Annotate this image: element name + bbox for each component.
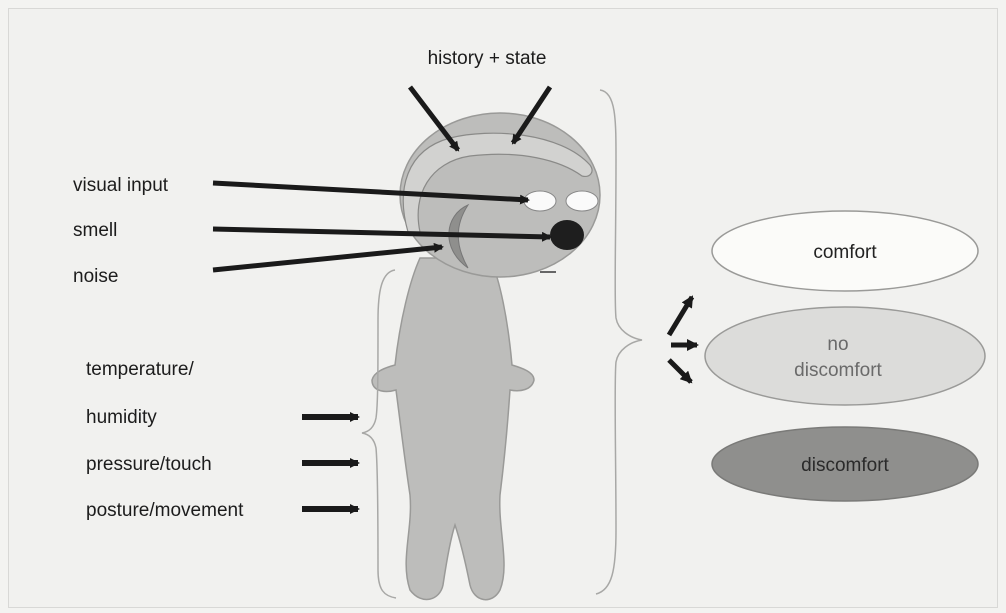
no-discomfort-label-line1: no — [827, 334, 848, 355]
head-brace — [596, 90, 642, 594]
visual-input-label: visual input — [73, 175, 169, 196]
noise-arrow — [213, 247, 442, 270]
body-brace — [362, 270, 396, 598]
comfort-label: comfort — [813, 242, 877, 263]
right-eye — [566, 191, 598, 211]
figure-body — [372, 258, 534, 600]
smell-label: smell — [73, 220, 117, 241]
outcome-no-discomfort: no discomfort — [705, 307, 985, 405]
no-discomfort-ellipse — [705, 307, 985, 405]
noise-label: noise — [73, 266, 118, 287]
outcome-comfort: comfort — [712, 211, 978, 291]
pressure-touch-label: pressure/touch — [86, 454, 212, 475]
no-discomfort-label-line2: discomfort — [794, 360, 882, 381]
discomfort-label: discomfort — [801, 455, 889, 476]
output-arrow-down — [669, 360, 691, 382]
outcome-discomfort: discomfort — [712, 427, 978, 501]
history-state-label: history + state — [428, 48, 547, 69]
humidity-label: humidity — [86, 407, 157, 428]
human-figure — [372, 113, 600, 600]
temperature-label: temperature/ — [86, 359, 194, 380]
figure-nose — [550, 220, 584, 250]
left-eye — [524, 191, 556, 211]
posture-movement-label: posture/movement — [86, 500, 244, 521]
output-arrow-up — [669, 297, 692, 335]
